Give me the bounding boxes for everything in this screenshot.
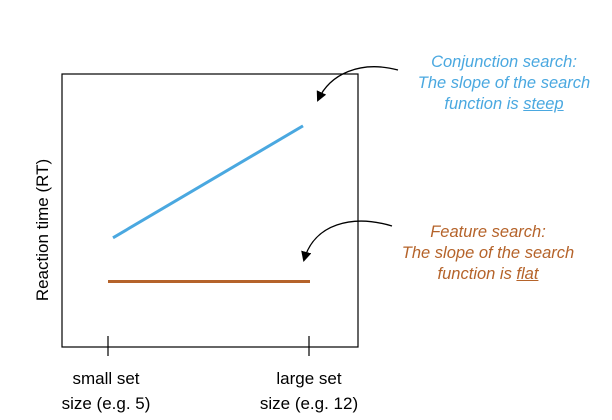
annotation-conjunction: Conjunction search: The slope of the sea…	[388, 52, 612, 115]
annotation-feature-line3: function is flat	[372, 264, 604, 285]
annotation-feature-emph: flat	[516, 265, 539, 283]
annotation-feature-line2: The slope of the search	[401, 244, 575, 262]
y-axis-label: Reaction time (RT)	[33, 159, 52, 301]
x-tick-label-small-line1: small set	[72, 369, 140, 388]
series-layer	[108, 124, 310, 283]
annotation-feature-line1: Feature search:	[430, 223, 546, 241]
annotation-feature: Feature search: The slope of the search …	[372, 222, 604, 285]
x-tick-label-small: small set size (e.g. 5)	[36, 366, 176, 416]
plot-frame	[61, 73, 359, 348]
x-tick-label-large: large set size (e.g. 12)	[236, 366, 382, 416]
arrow-conjunction	[316, 66, 399, 102]
annotation-feature-prefix: function is	[437, 265, 517, 283]
annotation-conjunction-line3: function is steep	[388, 94, 612, 115]
series-line-conjunction	[112, 124, 304, 240]
annotation-conjunction-prefix: function is	[444, 95, 524, 113]
x-tick-label-large-line1: large set	[276, 369, 342, 388]
annotation-conjunction-line2: The slope of the search	[417, 74, 591, 92]
x-tick-label-large-line2: size (e.g. 12)	[259, 394, 359, 413]
arrow-feature	[301, 220, 393, 263]
annotation-conjunction-emph: steep	[523, 95, 564, 113]
annotation-conjunction-line1: Conjunction search:	[431, 53, 577, 71]
x-tick-label-small-line2: size (e.g. 5)	[61, 394, 151, 413]
